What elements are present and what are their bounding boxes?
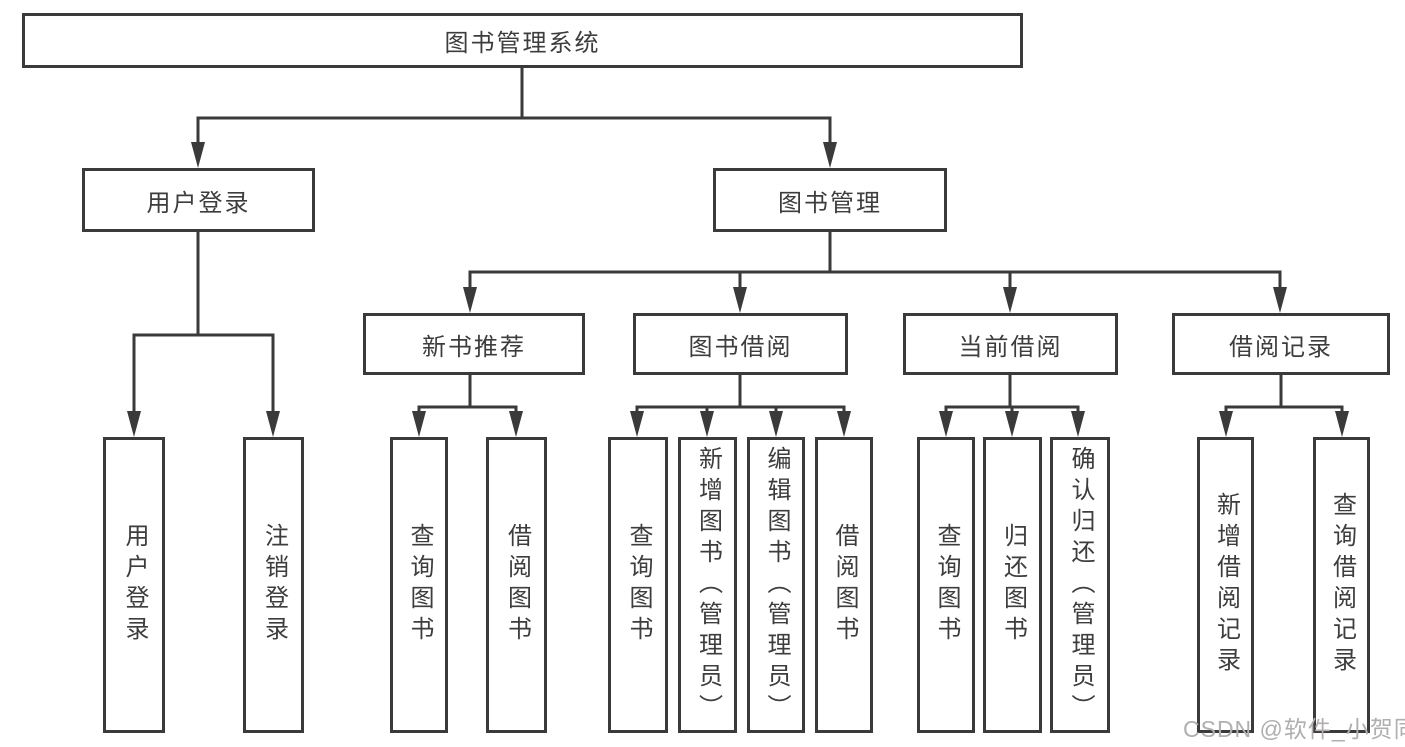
node-root-label: 图书管理系统 — [444, 30, 601, 57]
arrowhead — [700, 411, 714, 437]
node-leaf-query-books-recommend: 查询图书 — [390, 437, 448, 733]
arrowhead — [509, 411, 523, 437]
node-user-login-label: 用户登录 — [146, 189, 251, 217]
node-current-borrow: 当前借阅 — [903, 313, 1118, 375]
arrowhead — [1219, 411, 1233, 437]
arrowhead — [769, 411, 783, 437]
node-leaf-edit-books-admin: 编辑图书（管理员） — [747, 437, 805, 733]
arrowhead — [1335, 411, 1349, 437]
node-leaf-confirm-return-admin: 确认归还（管理员） — [1050, 437, 1110, 733]
arrowhead — [1003, 287, 1017, 313]
node-leaf-confirm-return-admin-label: 确认归还（管理员） — [1067, 445, 1094, 725]
arrowhead — [1273, 287, 1287, 313]
arrowhead — [823, 142, 837, 168]
node-leaf-add-borrow-record-label: 新增借阅记录 — [1212, 492, 1240, 678]
arrowhead — [191, 142, 205, 168]
node-leaf-borrow-books-recommend: 借阅图书 — [486, 437, 547, 733]
arrowhead — [412, 411, 426, 437]
arrowhead — [1005, 411, 1019, 437]
node-leaf-borrow-books-borrow-label: 借阅图书 — [831, 523, 858, 647]
arrowhead — [266, 411, 280, 437]
arrowhead — [630, 411, 644, 437]
arrowhead — [837, 411, 851, 437]
node-leaf-borrow-books-recommend-label: 借阅图书 — [503, 523, 531, 647]
arrowhead — [463, 287, 477, 313]
node-root: 图书管理系统 — [22, 13, 1023, 68]
node-new-book-recommend-label: 新书推荐 — [422, 333, 526, 361]
node-book-borrow: 图书借阅 — [633, 313, 848, 375]
node-book-borrow-label: 图书借阅 — [688, 333, 793, 361]
node-borrow-records: 借阅记录 — [1172, 313, 1390, 375]
node-leaf-query-books-borrow-label: 查询图书 — [625, 523, 652, 647]
node-leaf-edit-books-admin-label: 编辑图书（管理员） — [763, 445, 790, 725]
node-leaf-query-borrow-record-label: 查询借阅记录 — [1328, 492, 1356, 678]
node-leaf-query-books-recommend-label: 查询图书 — [406, 523, 433, 647]
node-book-management: 图书管理 — [713, 168, 947, 232]
node-leaf-query-books-current: 查询图书 — [917, 437, 975, 733]
node-book-management-label: 图书管理 — [778, 189, 882, 217]
arrowhead — [1071, 411, 1085, 437]
node-borrow-records-label: 借阅记录 — [1229, 333, 1333, 361]
node-leaf-add-books-admin: 新增图书（管理员） — [678, 437, 737, 733]
node-leaf-user-login-label: 用户登录 — [121, 523, 148, 647]
node-leaf-query-borrow-record: 查询借阅记录 — [1313, 437, 1370, 733]
watermark: CSDN @软件_小贺同学 — [1183, 716, 1405, 742]
node-leaf-query-books-current-label: 查询图书 — [933, 523, 960, 647]
node-leaf-return-books: 归还图书 — [983, 437, 1042, 733]
node-leaf-logout: 注销登录 — [243, 437, 304, 733]
arrowhead — [127, 411, 141, 437]
node-current-borrow-label: 当前借阅 — [958, 333, 1063, 361]
node-leaf-logout-label: 注销登录 — [260, 523, 288, 647]
node-leaf-query-books-borrow: 查询图书 — [608, 437, 668, 733]
arrowhead — [733, 287, 747, 313]
node-leaf-return-books-label: 归还图书 — [999, 523, 1027, 647]
node-user-login: 用户登录 — [82, 168, 315, 232]
node-leaf-user-login: 用户登录 — [103, 437, 165, 733]
connector-lines — [132, 66, 1344, 415]
node-new-book-recommend: 新书推荐 — [363, 313, 585, 375]
node-leaf-borrow-books-borrow: 借阅图书 — [815, 437, 873, 733]
node-leaf-add-books-admin-label: 新增图书（管理员） — [694, 445, 722, 725]
node-leaf-add-borrow-record: 新增借阅记录 — [1197, 437, 1254, 733]
arrowhead — [939, 411, 953, 437]
